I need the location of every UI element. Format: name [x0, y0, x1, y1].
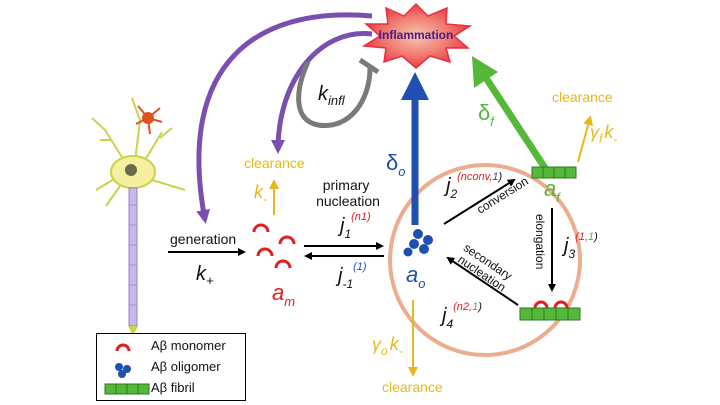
inflammation-label: Inflammation: [379, 28, 454, 42]
secondary-nucleation-arrow: [446, 256, 519, 306]
am-clearance-label: clearance: [244, 155, 305, 171]
legend-fibril-label: Aβ fibril: [151, 380, 195, 395]
kinfl-inhibition-bar: [358, 57, 380, 75]
aggregation-cycle-circle: [388, 163, 582, 357]
legend-monomer-symbol: [115, 343, 131, 352]
legend-monomer-label: Aβ monomer: [151, 338, 226, 353]
generation-label: generation: [170, 231, 236, 247]
ao-label: ao: [406, 262, 425, 291]
af-clearance-arrow: [577, 115, 593, 163]
legend-oligomer-label: Aβ oligomer: [151, 359, 221, 374]
delta-f-label: δf: [478, 100, 495, 129]
delta-f-arrow: [483, 76, 548, 170]
secondary-nucleation-label: secondary nucleation: [454, 240, 518, 295]
kinfl-feedback-loop: [296, 60, 373, 129]
kinfl-label: kinfl: [318, 83, 346, 108]
neuron-illustration: [91, 97, 186, 336]
legend-fibril-symbol: [104, 383, 150, 395]
legend: Aβ monomer Aβ oligomer Aβ fibril: [96, 333, 246, 401]
conversion-arrow: [443, 178, 516, 225]
delta-o-label: δo: [386, 150, 405, 179]
legend-symbols: [104, 343, 150, 395]
j4-label: j4(n2,1): [439, 301, 482, 331]
am-label: am: [272, 280, 295, 309]
j1-label: j1(n1): [337, 211, 371, 241]
af-label: af: [544, 176, 561, 205]
fibril-af: [531, 166, 577, 179]
ao-clearance-label: clearance: [382, 379, 443, 395]
monomer-group: [252, 223, 296, 269]
primary-nucleation-label: primary nucleation: [316, 177, 380, 209]
oligomer-group: [403, 229, 433, 257]
k-plus-label: k+: [196, 263, 214, 288]
jm1-label: j-1(1): [335, 261, 367, 291]
fibril-with-monomers: [519, 300, 581, 321]
j3-label: j3(1,1): [561, 231, 598, 261]
j2-label: j2(nconv,1): [443, 171, 503, 201]
legend-oligomer-symbol: [115, 363, 131, 378]
am-k-minus-label: k-: [254, 182, 267, 206]
inflammation-to-generation-arrow: [196, 12, 373, 224]
elongation-label: elongation: [533, 214, 547, 269]
af-clearance-label: clearance: [552, 89, 613, 105]
inflammation-node: Inflammation: [361, 2, 473, 69]
